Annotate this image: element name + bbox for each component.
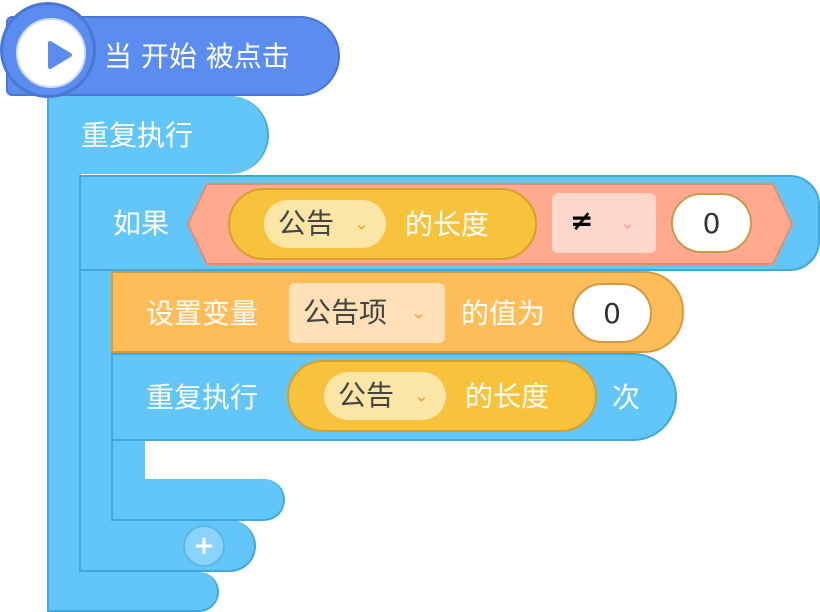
- chevron-down-icon: ⌄: [414, 385, 430, 407]
- add-branch-button[interactable]: +: [183, 525, 225, 567]
- if-block-arm: [79, 268, 113, 570]
- value-to-label: 的值为: [461, 297, 546, 330]
- forever-label: 重复执行: [81, 119, 194, 152]
- repeat-block-bottom[interactable]: [111, 479, 285, 521]
- hat-label: 当 开始 被点击: [104, 40, 290, 73]
- set-value-input[interactable]: 0: [572, 283, 652, 343]
- length-of-label: 的长度: [465, 380, 550, 413]
- set-variable-label: 设置变量: [146, 297, 259, 330]
- forever-block-arm: [47, 170, 81, 590]
- chevron-down-icon: ⌄: [354, 213, 370, 235]
- length-of-label: 的长度: [405, 208, 490, 241]
- forever-block[interactable]: 重复执行: [47, 96, 269, 174]
- list-length-reporter[interactable]: 公告 ⌄ 的长度: [228, 188, 537, 260]
- list-dropdown-value: 公告: [278, 207, 335, 240]
- variable-dropdown-value: 公告项: [303, 296, 388, 329]
- forever-block-bottom[interactable]: [47, 572, 219, 612]
- list-dropdown[interactable]: 公告 ⌄: [264, 200, 386, 248]
- start-button[interactable]: [16, 18, 86, 88]
- hat-flag-circle[interactable]: [0, 2, 96, 98]
- chevron-down-icon: ⌄: [411, 302, 427, 324]
- list-dropdown[interactable]: 公告 ⌄: [324, 372, 446, 420]
- operator-value: ≠: [570, 204, 594, 237]
- set-variable-block[interactable]: 设置变量 公告项 ⌄ 的值为 0: [111, 271, 684, 353]
- variable-dropdown[interactable]: 公告项 ⌄: [289, 283, 445, 343]
- chevron-down-icon: ⌄: [620, 212, 636, 234]
- repeat-list-length-reporter[interactable]: 公告 ⌄ 的长度: [287, 360, 597, 432]
- list-dropdown-value: 公告: [338, 379, 395, 412]
- if-label: 如果: [113, 207, 170, 240]
- operator-dropdown[interactable]: ≠ ⌄: [552, 193, 656, 253]
- repeat-label: 重复执行: [146, 381, 259, 414]
- play-flag-icon: [48, 41, 72, 69]
- times-label: 次: [612, 381, 641, 414]
- if-block-bottom[interactable]: [79, 520, 256, 572]
- compare-value-input[interactable]: 0: [671, 193, 752, 253]
